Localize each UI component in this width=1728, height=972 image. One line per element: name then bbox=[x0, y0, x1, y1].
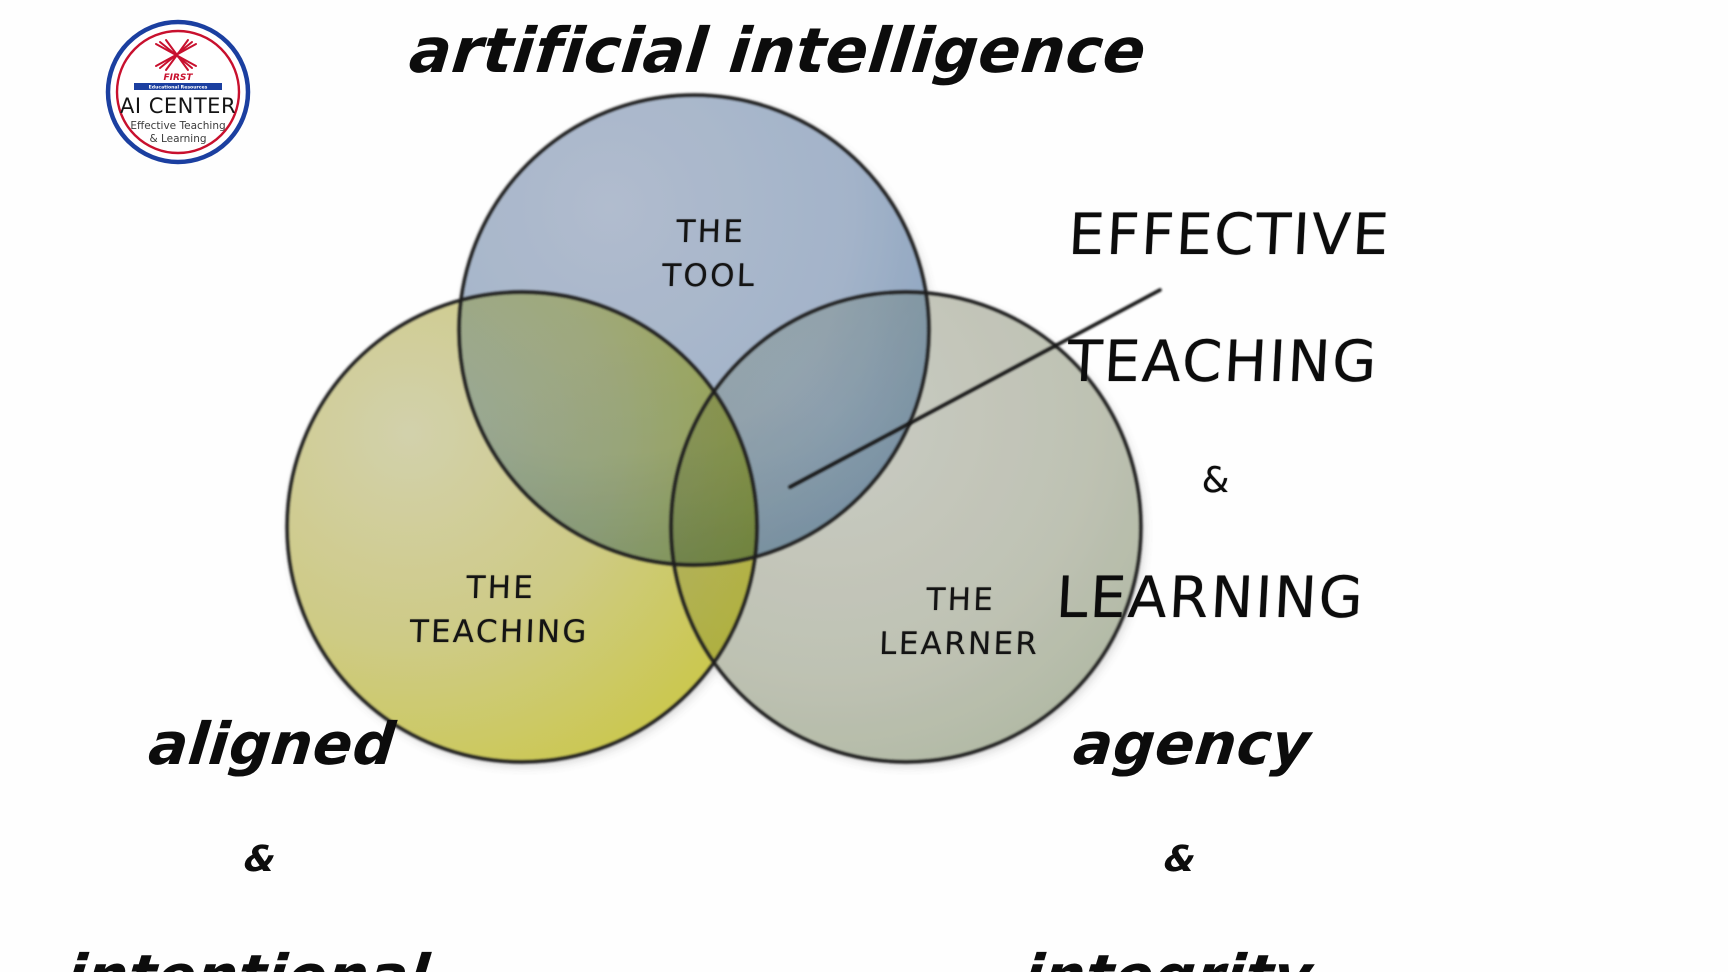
logo-title: AI CENTER bbox=[120, 94, 236, 118]
circle-tool-outline bbox=[457, 93, 931, 567]
circle-learner-outline bbox=[669, 290, 1143, 764]
leader-line-effective-teaching bbox=[788, 288, 1162, 489]
circle-teaching-outline bbox=[285, 290, 759, 764]
logo-starburst-icon bbox=[155, 39, 197, 71]
circle-learner-fill bbox=[671, 292, 1141, 762]
logo-brand-top: FIRST bbox=[163, 73, 193, 83]
logo-tagline-line2: & Learning bbox=[149, 133, 206, 145]
logo-brand-sub-bar bbox=[134, 83, 222, 90]
logo-inner-ring bbox=[115, 29, 241, 155]
venn-outline-layer bbox=[285, 93, 1143, 764]
venn-fill-layer bbox=[287, 95, 1141, 762]
logo-brand-sub: Educational Resources bbox=[149, 85, 208, 91]
logo-tagline-line1: Effective Teaching bbox=[130, 120, 225, 132]
ai-center-logo: FIRST Educational Resources AI CENTER Ef… bbox=[104, 18, 252, 166]
logo-outer-ring bbox=[105, 19, 251, 165]
circle-teaching-fill bbox=[287, 292, 757, 762]
